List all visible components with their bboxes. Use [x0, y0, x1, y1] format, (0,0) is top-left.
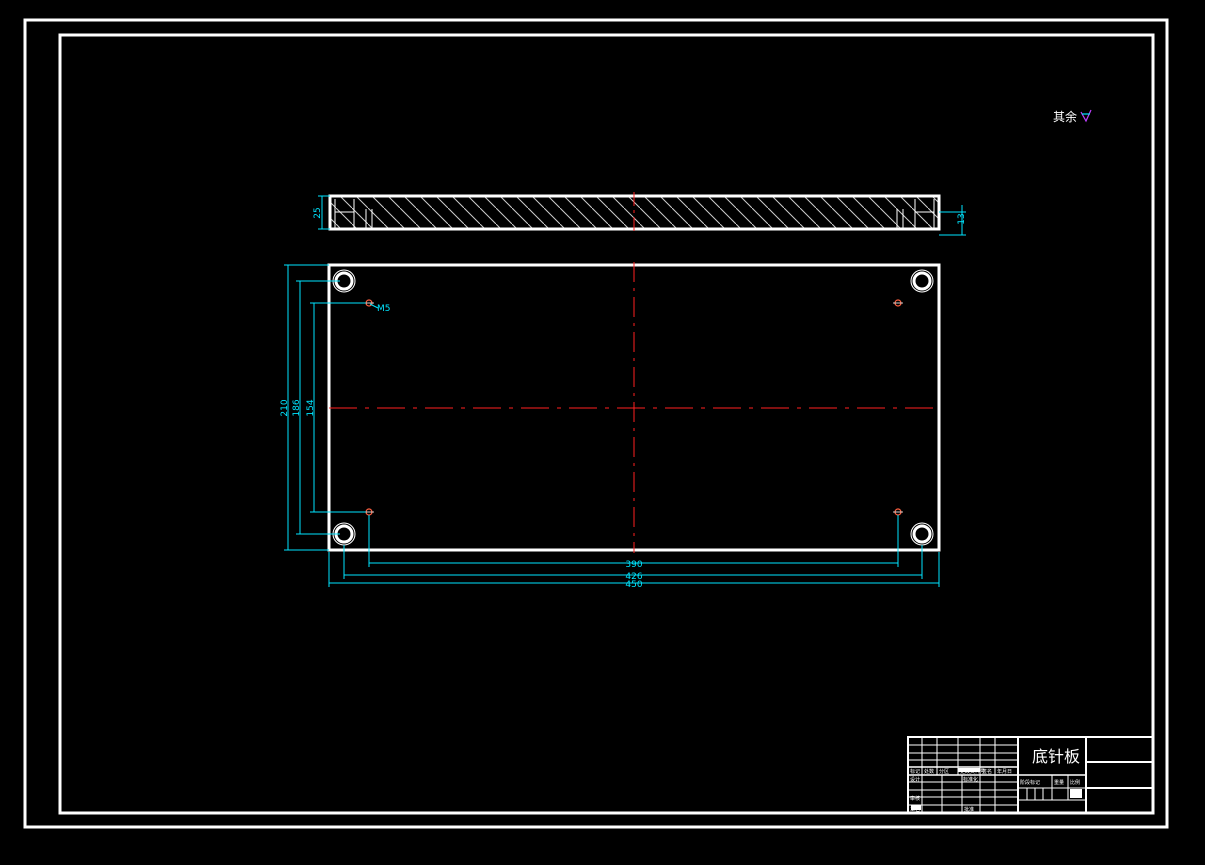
- title-row-label: 分区: [939, 768, 949, 775]
- thread-leader: [369, 303, 379, 309]
- title-approve-label: 批准: [964, 806, 974, 813]
- dim-step-depth-label: 13: [957, 213, 967, 224]
- outer-border: [23, 18, 1169, 829]
- inner-border: [58, 33, 1155, 815]
- title-row-label: 年月日: [997, 768, 1012, 775]
- part-name: 底针板: [1032, 747, 1080, 766]
- dimension-height-overall: [284, 264, 329, 551]
- dim-width-counterbore-label: 426: [625, 572, 642, 582]
- surface-finish-icon: [1080, 109, 1092, 123]
- title-row-label: 标记: [910, 768, 920, 775]
- surface-finish-label: 其余: [1053, 109, 1077, 124]
- dimension-thickness: [318, 195, 330, 230]
- title-block-fill: [911, 805, 921, 810]
- dimension-width-overall: [328, 552, 940, 587]
- dimension-height-thread: [310, 302, 366, 513]
- title-block-fill: [958, 768, 980, 772]
- title-standardization-label: 标准化: [963, 776, 978, 783]
- counterbore-hole: [912, 524, 932, 544]
- counterbore-hole: [912, 271, 932, 291]
- thread-label: M5: [377, 304, 391, 314]
- title-design-label: 设计: [910, 776, 920, 783]
- dim-height-counterbore-label: 186: [292, 399, 302, 416]
- plan-view: M5: [327, 262, 941, 553]
- title-row-label: 处数: [924, 768, 934, 775]
- title-weight-label: 重量: [1054, 779, 1064, 786]
- dimension-width-thread: [368, 515, 899, 567]
- dim-height-overall-label: 210: [280, 399, 290, 416]
- title-stage-label: 阶段标记: [1020, 779, 1040, 786]
- dimension-height-counterbore: [296, 280, 340, 535]
- title-review-label: 审核: [910, 795, 920, 802]
- dim-thickness-label: 25: [313, 207, 323, 218]
- dim-width-overall-label: 450: [625, 580, 642, 590]
- title-row-label: 签名: [982, 768, 992, 775]
- title-block: [907, 736, 1154, 814]
- dim-height-thread-label: 154: [306, 399, 316, 416]
- dim-width-thread-label: 390: [625, 560, 642, 570]
- side-section-view: [328, 192, 941, 233]
- dimension-step-depth: [939, 205, 966, 236]
- dimension-width-counterbore: [343, 545, 923, 579]
- title-block-fill: [1070, 789, 1082, 798]
- title-scale-label: 比例: [1070, 779, 1080, 786]
